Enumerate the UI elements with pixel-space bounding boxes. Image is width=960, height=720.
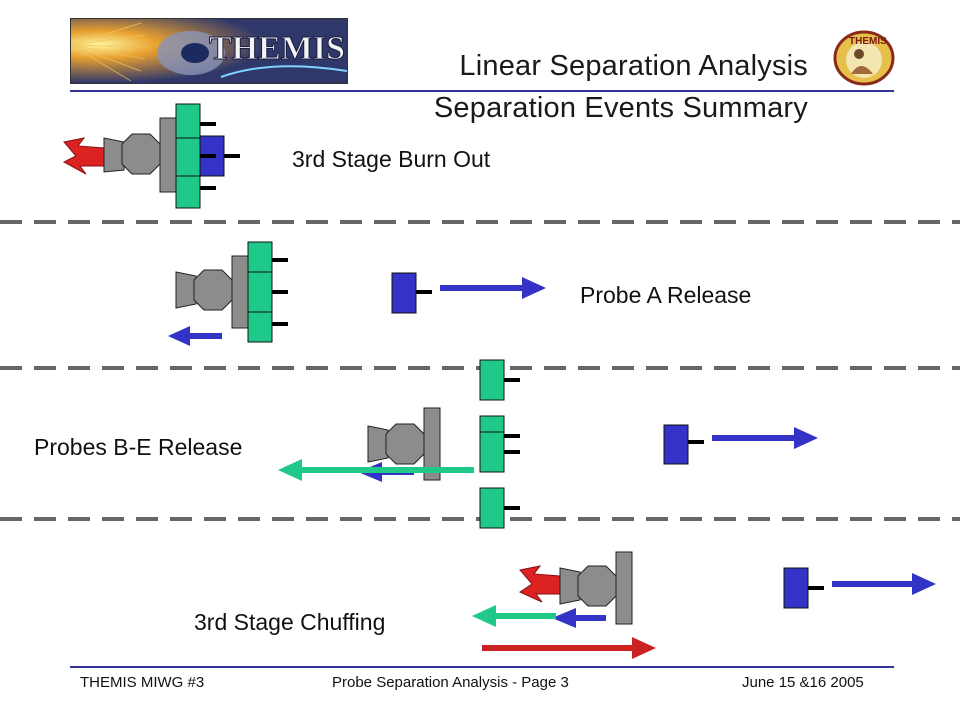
event-label-probes-be-release: Probes B-E Release	[34, 434, 243, 460]
arrow-green-left-4	[472, 605, 496, 627]
stage-plate-1	[159, 117, 177, 193]
nozzle-1	[103, 137, 125, 173]
arrow-stack-left-2	[168, 326, 190, 346]
footer-right: June 15 &16 2005	[742, 674, 864, 691]
mission-patch-text: THEMIS	[849, 36, 887, 47]
event-label-probe-a-release: Probe A Release	[580, 282, 752, 308]
header-rule	[70, 90, 894, 92]
motor-1	[121, 133, 161, 175]
probe-green-2a	[247, 241, 273, 273]
probe-green-3b	[479, 415, 505, 433]
probe-green-1b	[175, 137, 201, 177]
probe-a-2	[391, 272, 417, 314]
footer-center: Probe Separation Analysis - Page 3	[332, 674, 569, 691]
stage-plate-3	[423, 407, 441, 481]
arrow-stage-left-4	[552, 608, 576, 628]
arrow-probe-a-right-3	[794, 427, 818, 449]
event-2-stack	[168, 241, 546, 346]
event-label-burn-out: 3rd Stage Burn Out	[292, 146, 491, 172]
probe-a-3	[663, 424, 689, 465]
probe-green-3d	[479, 487, 505, 529]
footer-left: THEMIS MIWG #3	[80, 674, 205, 691]
arrow-probe-a-right	[522, 277, 546, 299]
event-3-stack	[278, 359, 818, 529]
themis-logo: THEMIS	[70, 18, 348, 84]
logo-text: THEMIS	[209, 30, 345, 67]
arrow-probe-a-right-4	[912, 573, 936, 595]
nozzle-3	[367, 425, 389, 463]
event-label-chuffing: 3rd Stage Chuffing	[194, 609, 386, 635]
stage-plate-4	[615, 551, 633, 625]
motor-3	[385, 423, 425, 465]
nozzle-2	[175, 271, 197, 309]
exhaust-flame-4	[518, 565, 561, 603]
arrow-red-right-4	[632, 637, 656, 659]
probe-green-3c	[479, 431, 505, 473]
stage-plate-2	[231, 255, 249, 329]
arrow-green-left-3	[278, 459, 302, 481]
mission-patch-logo: THEMIS	[833, 30, 895, 86]
probe-green-2c	[247, 311, 273, 343]
probe-green-2b	[247, 271, 273, 313]
event-1-stack	[62, 103, 240, 209]
page-subtitle: Separation Events Summary	[433, 92, 808, 124]
probe-green-3a	[479, 359, 505, 401]
page-title: Linear Separation Analysis	[459, 50, 808, 82]
motor-4	[577, 565, 617, 607]
nozzle-4	[559, 567, 581, 605]
motor-2	[193, 269, 233, 311]
footer-rule	[70, 666, 894, 668]
probe-green-1a	[175, 103, 201, 139]
probe-a-4	[783, 567, 809, 609]
exhaust-flame-1	[62, 137, 105, 175]
event-4-stack	[472, 551, 936, 659]
probe-green-1c	[175, 175, 201, 209]
